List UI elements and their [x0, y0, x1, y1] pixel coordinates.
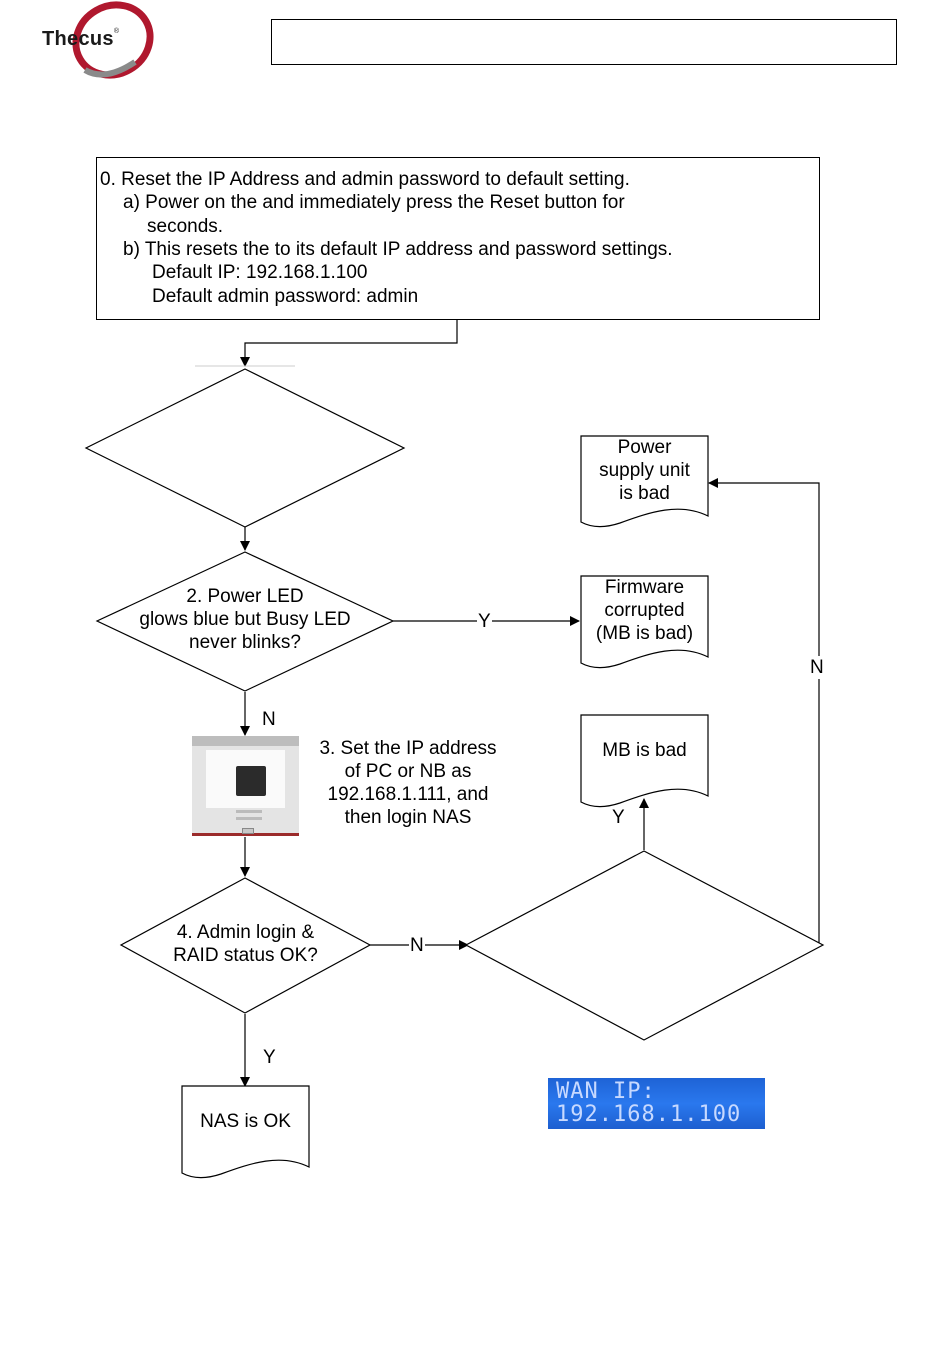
- decision-step2-shape: [95, 551, 395, 692]
- doc-firmware-shape: [580, 575, 709, 669]
- node-step4: 4. Admin login & RAID status OK?: [173, 922, 318, 966]
- decision-step4-shape: [119, 877, 372, 1014]
- decision-step5-shape: [464, 850, 825, 1041]
- step0-line5: Default IP: 192.168.1.100: [152, 262, 368, 283]
- doc-nas-ok-shape: [181, 1085, 310, 1179]
- step0-line3: seconds.: [147, 216, 224, 237]
- edge-step0-step1: [240, 320, 458, 367]
- edge-label-y-firmware: Y: [477, 610, 492, 633]
- node-nas-ok: NAS is OK: [200, 1111, 291, 1132]
- header-title-box: [271, 19, 897, 65]
- logo-swirl-icon: [72, 1, 154, 79]
- step0-line6: Default admin password: admin: [152, 286, 419, 307]
- step0-box: 0. Reset the IP Address and admin passwo…: [96, 157, 820, 320]
- step0-line2: a) Power on the and immediately press th…: [123, 192, 625, 213]
- edge-label-n-step3: N: [261, 708, 277, 731]
- lcd-line2: 192.168.1.100: [556, 1102, 742, 1127]
- edge-step5-psu: [708, 478, 822, 946]
- node-mb-bad: MB is bad: [602, 740, 687, 761]
- nas-device-icon: [236, 766, 266, 796]
- step0-line1: 0. Reset the IP Address and admin passwo…: [100, 169, 630, 190]
- node-step2: 2. Power LED glows blue but Busy LED nev…: [139, 586, 351, 653]
- edge-label-y-nas: Y: [262, 1046, 277, 1069]
- doc-power-supply-shape: [580, 435, 709, 528]
- node-step3: 3. Set the IP address of PC or NB as 192…: [319, 738, 497, 828]
- lcd-display: WAN IP: 192.168.1.100: [548, 1078, 765, 1129]
- doc-mb-bad-shape: [580, 714, 709, 808]
- step0-line4: b) This resets the to its default IP add…: [123, 239, 673, 260]
- edge-label-y-mb: Y: [611, 806, 626, 829]
- login-page-thumbnail: [192, 736, 299, 836]
- edge-label-n-step4: N: [409, 934, 425, 957]
- lcd-line1: WAN IP:: [556, 1079, 656, 1104]
- decision-step1-shape: [84, 368, 406, 528]
- node-firmware: Firmware corrupted (MB is bad): [595, 577, 694, 644]
- logo-wordmark: Thecus®: [42, 28, 120, 50]
- edge-label-n-right: N: [809, 656, 825, 679]
- node-power-supply: Power supply unit is bad: [599, 437, 690, 504]
